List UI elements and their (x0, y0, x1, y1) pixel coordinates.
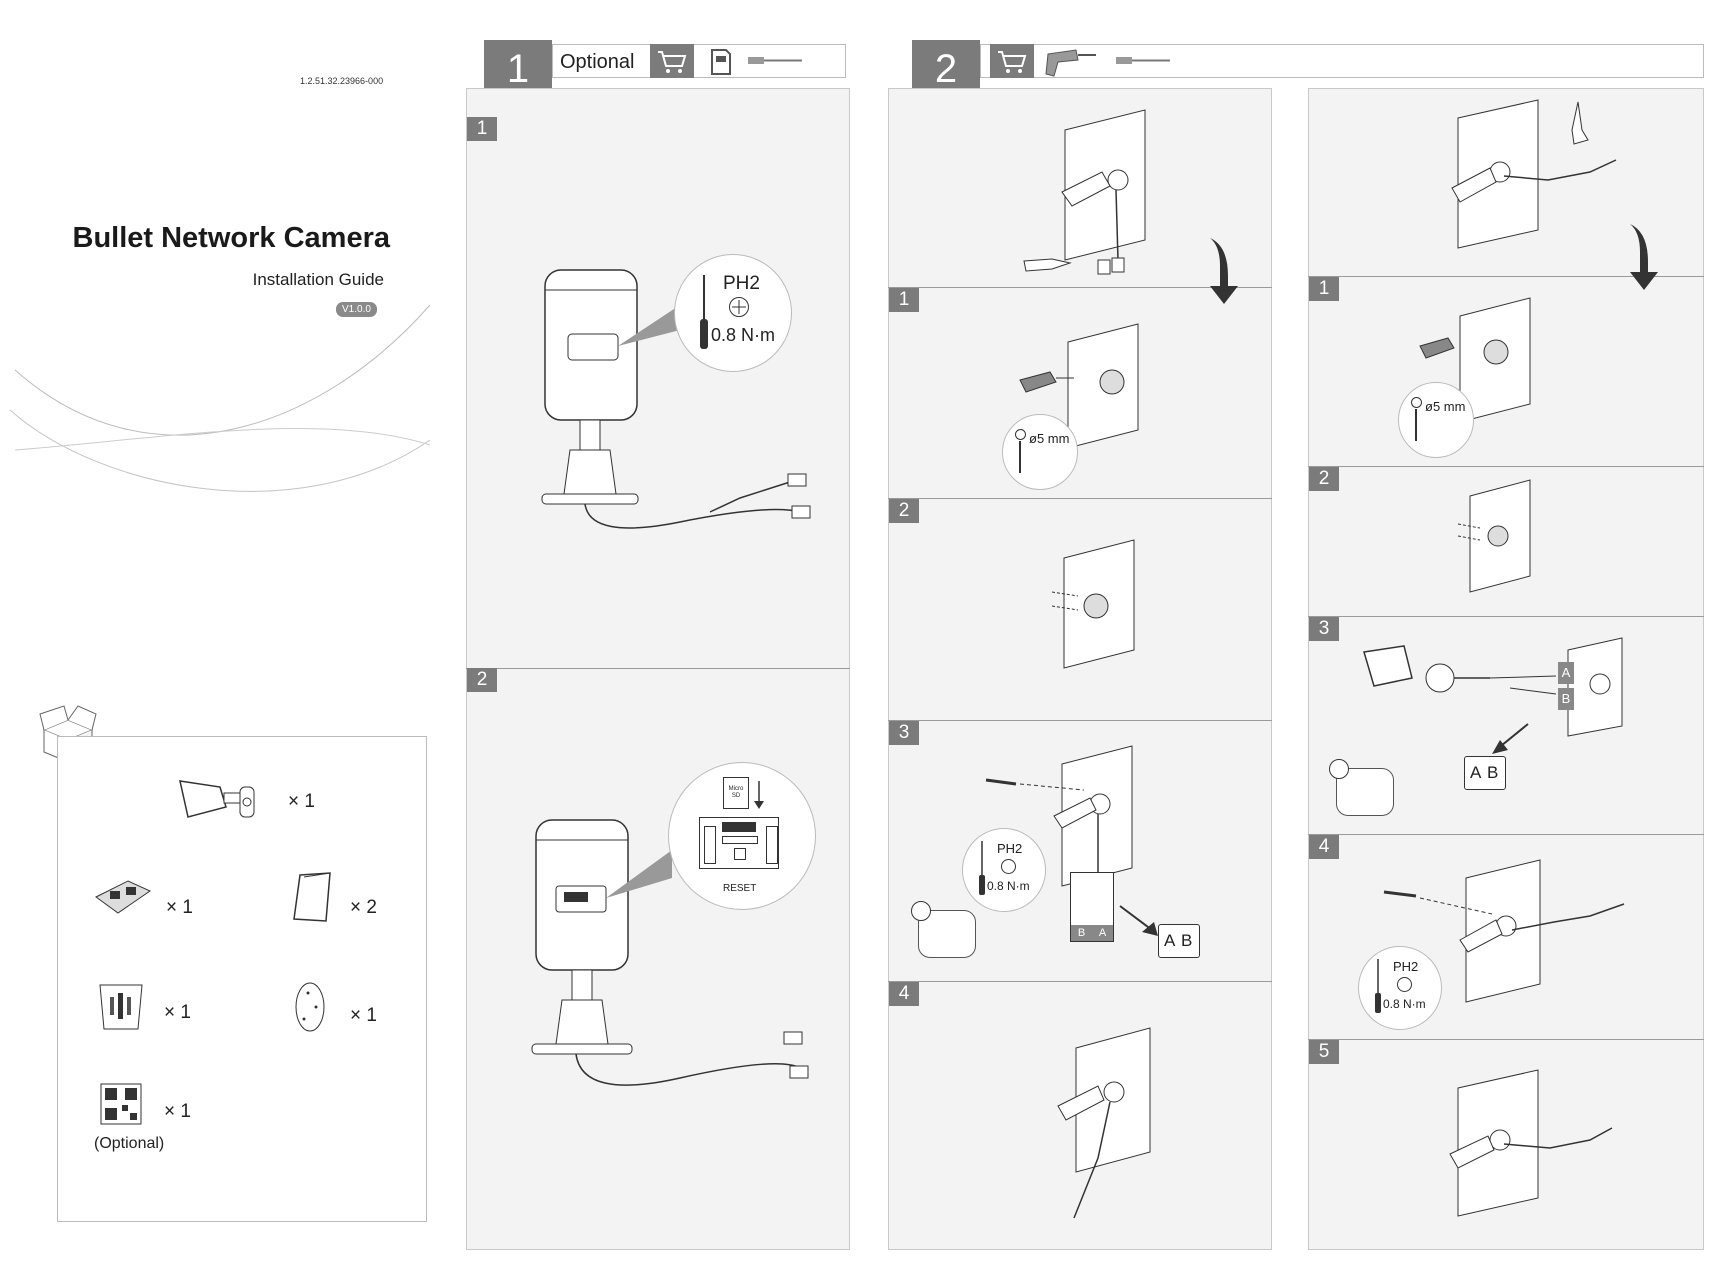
sd-card-icon (711, 49, 731, 75)
phillips-icon (1397, 977, 1412, 992)
micro-sd-card-icon: Micro SD (723, 777, 749, 809)
micro-sd-label: Micro SD (728, 786, 744, 799)
terminal-label: B (1071, 925, 1092, 941)
screwdriver-callout: PH2 0.8 N·m (1358, 946, 1442, 1030)
drill-bit-callout: ø5 mm (1002, 414, 1078, 490)
camera-cable-connection-illustration (1363, 637, 1623, 737)
terminal-label: A (1092, 925, 1113, 941)
package-qty: × 1 (350, 1005, 377, 1026)
section-2-left-step-2: 2 (889, 499, 919, 523)
section-2-right-step-2: 2 (1309, 467, 1339, 491)
arrow-down-icon (754, 781, 764, 809)
manual-book-icon: A B (1464, 756, 1506, 790)
package-qty: × 1 (288, 791, 315, 812)
wall-camera-cable-illustration (1061, 109, 1146, 275)
section-2-header-bar (980, 44, 1704, 78)
screwdriver-icon (1116, 57, 1170, 64)
section-1-panel (466, 88, 850, 1250)
drill-size: ø5 mm (1425, 399, 1466, 414)
book-label: A (1470, 763, 1482, 782)
pointing-hand-icon (1023, 258, 1072, 272)
book-label: B (1487, 763, 1499, 782)
screwdriver-type: PH2 (1393, 959, 1419, 974)
drill-wall-illustration (1019, 323, 1139, 449)
section-2-right-step-4: 4 (1309, 835, 1339, 859)
section-2-left-step-3: 3 (889, 721, 919, 745)
package-qty: × 1 (166, 897, 193, 918)
section-2-right-step-1: 1 (1309, 277, 1339, 301)
version-badge: V1.0.0 (336, 302, 377, 317)
package-qty: × 1 (164, 1101, 191, 1122)
phillips-icon (729, 297, 749, 317)
package-qty: × 2 (350, 897, 377, 918)
reset-label: RESET (723, 883, 757, 894)
cart-icon (990, 44, 1034, 78)
terminal-label-a: A (1558, 662, 1574, 684)
accessory-pack-icon (99, 984, 143, 1030)
installed-camera-illustration (1057, 1027, 1151, 1219)
arrow-icon (1492, 723, 1529, 754)
page-title: Bullet Network Camera (72, 222, 391, 254)
torque-value: 0.8 N·m (1383, 997, 1426, 1011)
screwdriver-callout: PH2 0.8 N·m (962, 828, 1046, 912)
page-subtitle: Installation Guide (252, 270, 384, 289)
screwdriver-icon (700, 275, 708, 349)
sd-card-callout: Micro SD RESET (668, 762, 816, 910)
no-cut-warning-icon (1329, 759, 1394, 816)
down-arrow-icon (1210, 238, 1238, 304)
anchor-wall-illustration (1051, 539, 1135, 669)
drill-bit-callout: ø5 mm (1398, 382, 1474, 458)
wall-camera-cable-illustration (1451, 99, 1617, 249)
section-2-right-step-3: 3 (1309, 617, 1339, 641)
camera-sd-slot-illustration (531, 819, 809, 1086)
bullet-camera-icon (179, 780, 255, 818)
torque-value: 0.8 N·m (711, 325, 776, 345)
drill-wall-illustration (1419, 297, 1531, 423)
mount-camera-illustration (985, 745, 1133, 887)
down-arrow-icon (1630, 224, 1658, 290)
manual-booklet-icon (293, 872, 331, 922)
manual-book-icon: A B (1158, 924, 1200, 958)
terminal-label-b: B (1558, 688, 1574, 710)
installed-camera-illustration (1449, 1069, 1613, 1217)
screw-bag-icon (95, 880, 152, 914)
qr-code-icon (100, 1083, 142, 1125)
section-2-left-step-4: 4 (889, 982, 919, 1006)
section-2-left-step-1: 1 (889, 288, 919, 312)
screwdriver-type: PH2 (723, 273, 760, 294)
torque-value: 0.8 N·m (987, 879, 1030, 893)
pointing-hand-icon (1571, 101, 1589, 145)
drill-size: ø5 mm (1029, 431, 1070, 446)
mount-camera-illustration (1383, 859, 1625, 1003)
section-1-step-2: 2 (467, 668, 497, 692)
package-contents-panel: × 1 × 1 × 2 × 1 × 1 × 1 (Optional) (57, 736, 427, 1222)
anchor-wall-illustration (1457, 479, 1531, 593)
book-label: B (1181, 931, 1193, 950)
terminal-block: B A (1070, 872, 1114, 942)
no-cut-warning-icon (911, 901, 976, 958)
screwdriver-callout: PH2 0.8 N·m (674, 254, 792, 372)
optional-note: (Optional) (94, 1135, 165, 1152)
section-1-step-1: 1 (467, 117, 497, 141)
screwdriver-icon (748, 57, 802, 64)
section-1-label: Optional (560, 51, 635, 73)
cover-swoosh-decoration (9, 304, 431, 492)
screwdriver-type: PH2 (997, 841, 1023, 856)
section-2-right-step-5: 5 (1309, 1040, 1339, 1064)
drill-template-icon (295, 982, 325, 1032)
doc-number: 1.2.51.32.23966-000 (300, 76, 384, 86)
phillips-icon (1001, 859, 1016, 874)
package-qty: × 1 (164, 1002, 191, 1023)
camera-rear-screw-illustration (541, 269, 811, 529)
cart-icon (650, 44, 694, 78)
arrow-icon (1119, 905, 1158, 936)
power-drill-icon (1045, 49, 1096, 77)
sd-slot-panel (699, 817, 779, 869)
book-label: A (1164, 931, 1176, 950)
